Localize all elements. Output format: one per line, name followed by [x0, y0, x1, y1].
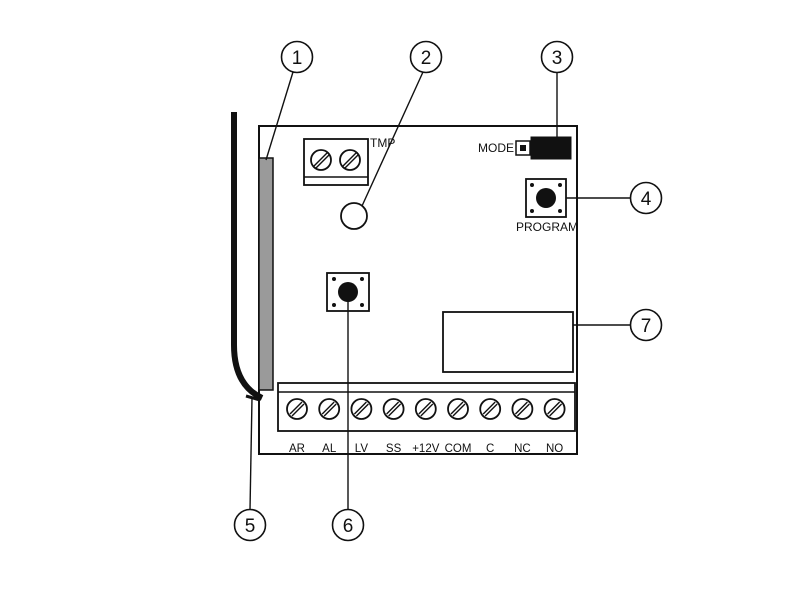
- callout-5-number: 5: [245, 516, 256, 537]
- leader-line-1: [265, 71, 294, 161]
- terminal-screw-no: [543, 398, 566, 420]
- callout-1: 1: [280, 40, 314, 74]
- terminal-screw-al: [318, 398, 341, 420]
- program-label: PROGRAM: [516, 220, 578, 234]
- callout-7-number: 7: [641, 316, 652, 337]
- tamper-terminal-block: [303, 138, 369, 186]
- leader-lines: [249, 71, 630, 511]
- main-terminal-strip: AR AL LV SS +12V COM C NC NO: [277, 382, 576, 455]
- antenna-element: [258, 157, 274, 391]
- tamper-screw-2: [339, 149, 361, 171]
- terminal-label-lv: LV: [355, 443, 369, 455]
- terminal-label-ss: SS: [386, 443, 402, 455]
- terminal-screw-com: [447, 398, 469, 420]
- program-button: [525, 178, 567, 218]
- terminal-label-12v: +12V: [412, 443, 440, 455]
- callout-5: 5: [233, 508, 267, 542]
- terminal-screw-c: [479, 398, 502, 420]
- tamper-label: TMP: [370, 136, 395, 150]
- leader-line-5: [249, 397, 253, 511]
- terminal-screw-nc: [511, 398, 534, 420]
- callout-4: 4: [629, 181, 663, 215]
- terminal-label-c: C: [486, 443, 494, 455]
- callout-3: 3: [540, 40, 574, 74]
- tamper-screw-1: [310, 149, 332, 171]
- callout-6-number: 6: [343, 516, 354, 537]
- terminal-screw-ar: [286, 398, 308, 420]
- callout-2-number: 2: [421, 48, 432, 69]
- terminal-screw-lv: [350, 398, 373, 420]
- callout-3-number: 3: [552, 48, 563, 69]
- terminal-screw-ss: [382, 398, 405, 420]
- terminal-label-no: NO: [546, 443, 563, 455]
- antenna-wire: [231, 112, 264, 401]
- relay-component: [442, 311, 574, 373]
- terminal-label-al: AL: [322, 443, 337, 455]
- led-indicator: [340, 202, 368, 230]
- mode-jumper: [515, 136, 572, 160]
- terminal-screw-12v: [414, 398, 437, 420]
- callout-4-number: 4: [641, 189, 652, 210]
- leader-line-2: [361, 71, 424, 207]
- terminal-label-com: COM: [445, 443, 472, 455]
- terminal-label-nc: NC: [514, 443, 531, 455]
- callout-7: 7: [629, 308, 663, 342]
- callout-1-number: 1: [292, 48, 303, 69]
- terminal-label-ar: AR: [289, 443, 305, 455]
- wire-end-tick: [245, 394, 261, 402]
- callout-2: 2: [409, 40, 443, 74]
- callout-6: 6: [331, 508, 365, 542]
- mode-label: MODE: [478, 141, 514, 155]
